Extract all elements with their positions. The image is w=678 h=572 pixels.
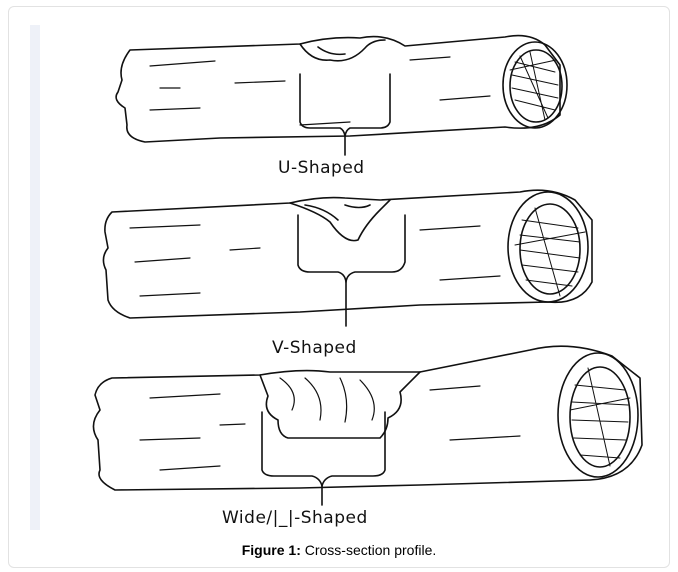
figure-caption: Figure 1: Cross-section profile. [0, 542, 678, 558]
wide-shaped-label: Wide/|_|-Shaped [222, 508, 368, 528]
figure-caption-text: Cross-section profile. [301, 542, 436, 558]
log-u-shaped [116, 36, 567, 155]
v-shaped-label: V-Shaped [272, 338, 357, 358]
log-wide-shaped [93, 346, 642, 505]
figure-drawing [40, 25, 660, 530]
figure-caption-prefix: Figure 1: [242, 542, 301, 558]
u-shaped-label: U-Shaped [278, 158, 365, 178]
log-v-shaped [103, 190, 592, 326]
figure-side-bar [30, 25, 40, 530]
